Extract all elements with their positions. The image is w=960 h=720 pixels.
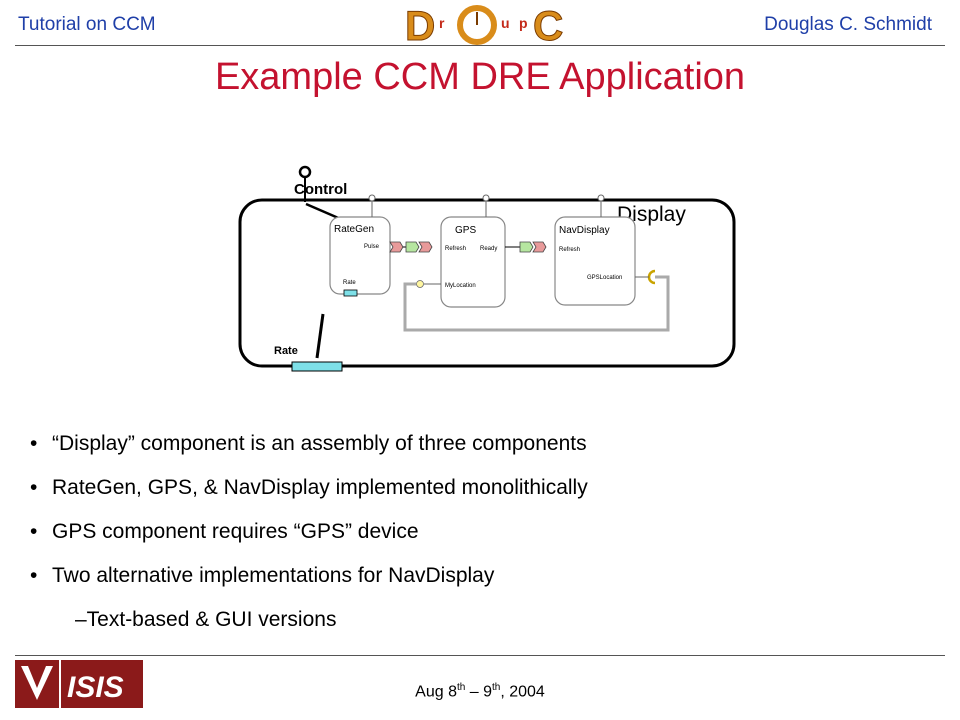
navdisplay-component bbox=[554, 216, 636, 306]
rategen-rate-attribute-icon bbox=[343, 289, 358, 297]
bullet-item: • “Display” component is an assembly of t… bbox=[30, 422, 588, 466]
rate-label: Rate bbox=[274, 345, 298, 357]
rategen-component bbox=[329, 216, 391, 295]
navdisplay-refresh-label: Refresh bbox=[559, 247, 580, 253]
logo-letter-p: p bbox=[519, 15, 528, 31]
header-left-title: Tutorial on CCM bbox=[18, 14, 156, 35]
footer-divider bbox=[15, 655, 945, 656]
rategen-top-port-icon bbox=[368, 194, 376, 202]
isis-logo-text: ISIS bbox=[67, 671, 124, 704]
sub-bullet-item: –Text-based & GUI versions bbox=[30, 598, 588, 642]
doc-group-logo: D r u p C bbox=[405, 2, 564, 46]
gps-name: GPS bbox=[455, 225, 476, 236]
isis-logo-block bbox=[61, 660, 143, 708]
logo-letter-r: r bbox=[439, 15, 445, 31]
vanderbilt-isis-logo: ISIS bbox=[15, 660, 143, 708]
logo-letter-u: u bbox=[501, 15, 510, 31]
bullet-marker: • bbox=[30, 432, 38, 455]
gps-refresh-event-sink-icon bbox=[405, 241, 420, 253]
bullet-item: • GPS component requires “GPS” device bbox=[30, 510, 588, 554]
navdisplay-gpslocation-label: GPSLocation bbox=[587, 275, 622, 281]
rate-connector-line bbox=[315, 313, 325, 359]
rategen-name: RateGen bbox=[334, 224, 374, 235]
control-port-icon bbox=[298, 165, 312, 179]
gps-ready-label: Ready bbox=[480, 246, 497, 252]
bullet-marker: • bbox=[30, 564, 38, 587]
nav-refresh-arrow-icon bbox=[532, 241, 547, 253]
gps-top-port-icon bbox=[482, 194, 490, 202]
bullet-marker: • bbox=[30, 476, 38, 499]
gps-mylocation-facet-icon bbox=[416, 280, 424, 288]
gps-refresh-label: Refresh bbox=[445, 246, 466, 252]
vanderbilt-v-icon bbox=[21, 666, 53, 700]
bullet-item: • RateGen, GPS, & NavDisplay implemented … bbox=[30, 466, 588, 510]
navdisplay-name: NavDisplay bbox=[559, 225, 610, 236]
location-connector-line bbox=[403, 275, 670, 332]
gps-mylocation-label: MyLocation bbox=[445, 283, 476, 289]
navdisplay-top-port-icon bbox=[597, 194, 605, 202]
bullet-item: • Two alternative implementations for Nav… bbox=[30, 554, 588, 598]
nav-refresh-event-sink-icon bbox=[519, 241, 534, 253]
bullet-text: Two alternative implementations for NavD… bbox=[52, 564, 495, 587]
control-label: Control bbox=[294, 181, 347, 198]
rategen-pulse-label: Pulse bbox=[364, 244, 380, 250]
sub-bullet-text: –Text-based & GUI versions bbox=[75, 608, 337, 631]
bullet-text: GPS component requires “GPS” device bbox=[52, 520, 419, 543]
slide-title: Example CCM DRE Application bbox=[214, 56, 746, 98]
header-divider bbox=[15, 45, 945, 46]
bullet-marker: • bbox=[30, 520, 38, 543]
rate-attribute-icon bbox=[291, 361, 343, 372]
rategen-pulse-event-source-icon bbox=[389, 241, 404, 253]
gps-component bbox=[440, 216, 506, 308]
logo-letter-c: C bbox=[533, 2, 563, 46]
header-author: Douglas C. Schmidt bbox=[764, 14, 932, 35]
footer-date: Aug 8th – 9th, 2004 bbox=[415, 682, 545, 701]
assembly-diagram: Display Control RateGen Pulse Rate Rate … bbox=[238, 165, 736, 372]
bullet-text: RateGen, GPS, & NavDisplay implemented m… bbox=[52, 476, 588, 499]
gps-refresh-arrow-icon bbox=[418, 241, 433, 253]
logo-clock-circle bbox=[457, 5, 497, 45]
bullet-text: “Display” component is an assembly of th… bbox=[52, 432, 587, 455]
logo-letter-d: D bbox=[405, 2, 435, 46]
rategen-rate-label: Rate bbox=[343, 280, 356, 286]
display-label: Display bbox=[617, 203, 686, 226]
bullet-list: • “Display” component is an assembly of t… bbox=[30, 422, 588, 642]
